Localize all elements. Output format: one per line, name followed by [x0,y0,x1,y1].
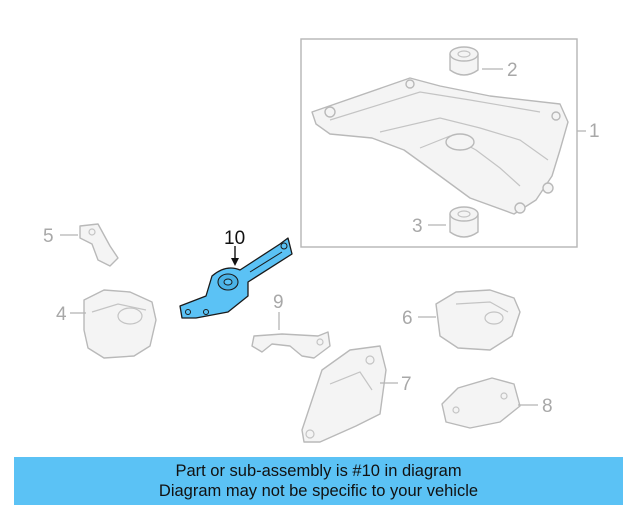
subframe-frame [300,38,578,248]
mount-bracket-8-part [441,377,521,429]
leader-arrow-10 [231,258,239,266]
callout-5: 5 [43,226,54,247]
callout-1: 1 [589,121,600,142]
callout-9: 9 [273,292,284,313]
bushing-3-part [449,206,479,238]
torque-rod-mount-10-part [179,237,293,319]
callout-4: 4 [56,304,67,325]
subframe-part [311,77,569,215]
engine-mount-4-part [83,289,157,359]
bracket-9-part [251,331,331,359]
banner-line-1: Part or sub-assembly is #10 in diagram [175,462,462,480]
callout-6: 6 [402,308,413,329]
subframe-group [300,38,586,248]
callout-7: 7 [401,374,412,395]
info-banner: Part or sub-assembly is #10 in diagram D… [14,457,623,505]
callout-8: 8 [542,396,553,417]
banner-line-2: Diagram may not be specific to your vehi… [158,482,479,500]
callout-2: 2 [507,60,518,81]
mount-bracket-7-part [301,345,387,443]
bracket-5-part [79,223,119,267]
callout-3: 3 [412,216,423,237]
callout-10: 10 [224,228,245,249]
transmission-mount-6-part [435,289,521,351]
bushing-2-part [449,46,479,76]
